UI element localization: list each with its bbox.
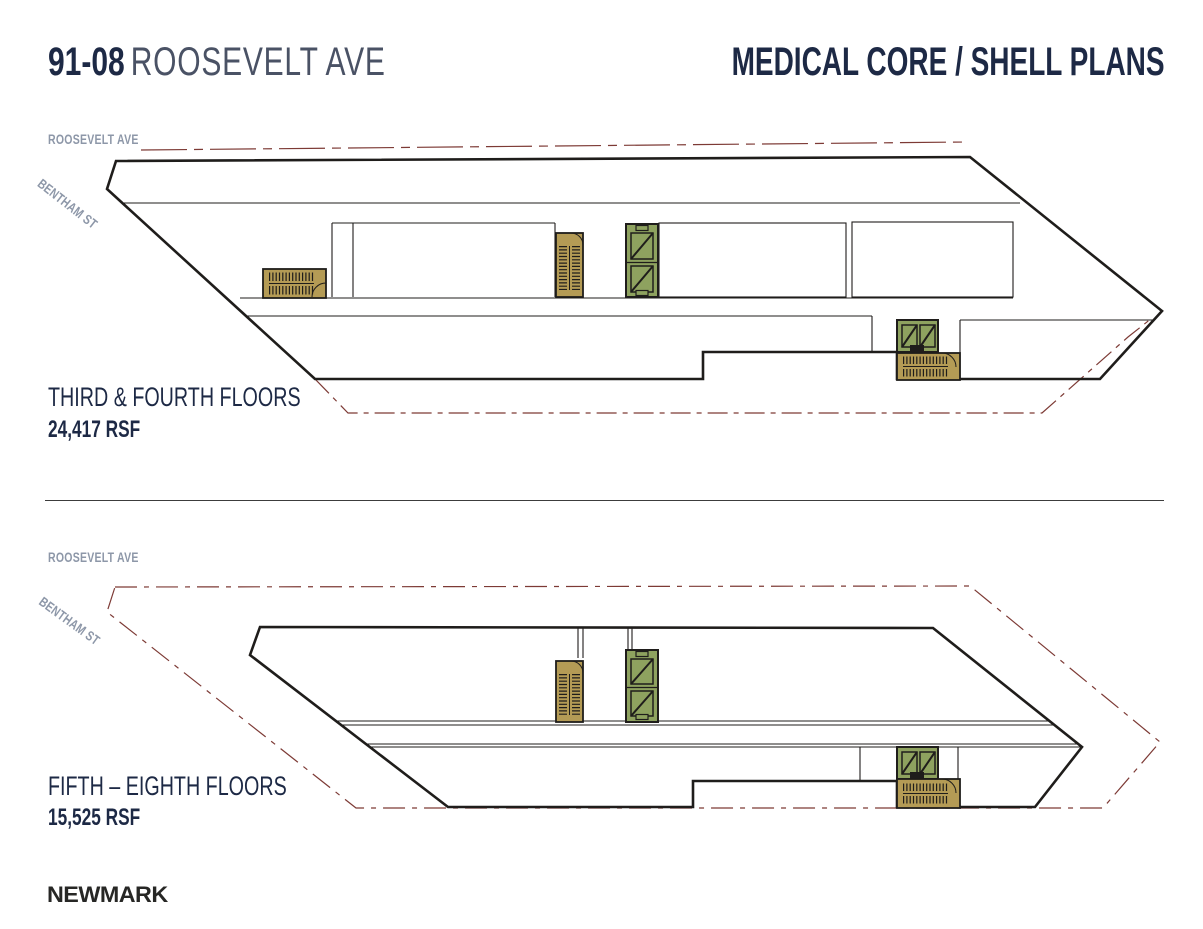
stair-core (555, 660, 584, 723)
street-label-roosevelt-plan2: ROOSEVELT AVE (48, 550, 139, 565)
stair-core (262, 268, 327, 299)
address-street: ROOSEVELT AVE (130, 40, 386, 84)
address-number: 91-08 (48, 40, 125, 84)
newmark-logo: NEWMARK (47, 882, 168, 907)
rsf-label-plan1: 24,417 RSF (48, 416, 141, 443)
stair-core (896, 352, 961, 381)
floor-plan-third-fourth (105, 141, 1164, 414)
rsf-label-plan2: 15,525 RSF (48, 804, 141, 831)
stair-core (555, 232, 584, 298)
section-divider (45, 500, 1164, 501)
sheet-title: MEDICAL CORE / SHELL PLANS (731, 40, 1165, 84)
elevator-core (896, 319, 939, 353)
interior-walls (336, 628, 1082, 807)
street-label-roosevelt-plan1: ROOSEVELT AVE (48, 132, 139, 147)
floors-label-plan2: FIFTH – EIGHTH FLOORS (48, 771, 287, 801)
elevator-core (896, 746, 939, 780)
floors-label-plan1: THIRD & FOURTH FLOORS (48, 382, 301, 412)
elevator-core (625, 649, 659, 723)
elevator-core (625, 223, 659, 298)
property-line (140, 141, 1153, 414)
floor-plan-fifth-eighth (106, 585, 1161, 809)
stair-core (896, 778, 961, 809)
